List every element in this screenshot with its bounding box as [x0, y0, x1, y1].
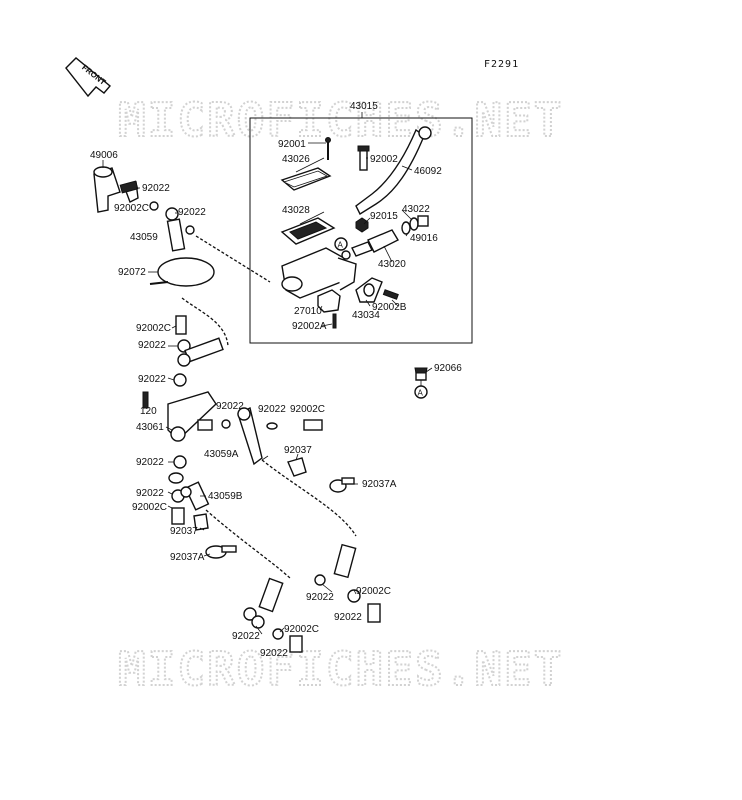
pivot-nut — [355, 217, 369, 233]
hose-fitting-mid — [177, 337, 224, 367]
brake-hose-joint — [167, 391, 217, 442]
callout-43028: 43028 — [282, 205, 310, 216]
hose-clip-1 — [287, 457, 307, 477]
callout-92022-k: 92022 — [232, 631, 260, 642]
callout-43059b: 43059B — [208, 491, 243, 502]
callout-46092: 46092 — [414, 166, 442, 177]
brake-light-switch — [317, 289, 341, 313]
callout-43061: 43061 — [136, 422, 164, 433]
washer-mid-2 — [173, 373, 187, 387]
banjo-bolt-mid — [175, 315, 187, 335]
callout-92022-i: 92022 — [306, 592, 334, 603]
callout-92022-e: 92022 — [136, 457, 164, 468]
front-arrow-icon: FRONT — [65, 57, 111, 98]
callout-92002: 92002 — [370, 154, 398, 165]
caliper-fitting-right — [314, 543, 361, 603]
callout-92022-l: 92022 — [260, 648, 288, 659]
callout-92066: 92066 — [434, 363, 462, 374]
callout-92037-b: 92037 — [284, 445, 312, 456]
callout-92022-g: 92022 — [216, 401, 244, 412]
callout-43059: 43059 — [130, 232, 158, 243]
callout-43022: 43022 — [402, 204, 430, 215]
banjo-bolt-top — [119, 180, 139, 203]
piston-assembly — [341, 229, 399, 260]
callout-92002c-d: 92002C — [290, 404, 325, 415]
diaphragm — [280, 217, 336, 245]
callout-43020: 43020 — [378, 259, 406, 270]
callout-43059a: 43059A — [204, 449, 239, 460]
washer-right-1 — [221, 419, 231, 429]
callout-92022-d: 92022 — [138, 374, 166, 385]
banjo-bolt-lower — [171, 507, 185, 525]
banjo-bolt-right — [303, 419, 323, 431]
callout-92022-c: 92022 — [138, 340, 166, 351]
callout-92022-a: 92022 — [142, 183, 170, 194]
washer-lower-2 — [168, 472, 184, 484]
pivot-bolt — [357, 145, 370, 171]
hose-clamp-left — [205, 545, 237, 559]
cap-screw — [325, 137, 331, 160]
caliper-fitting-left — [243, 577, 284, 629]
assembly-label: 43015 — [350, 101, 378, 112]
washer-right-2 — [266, 422, 278, 430]
joint-bolt — [142, 391, 149, 409]
watermark-bottom: MICROFICHES.NET — [118, 642, 563, 696]
hose-clip-2 — [193, 513, 209, 531]
callout-92002c-f: 92002C — [284, 624, 319, 635]
caliper-bolt-left — [289, 635, 303, 653]
piston-seals — [401, 215, 429, 235]
callout-92037a-b: 92037A — [362, 479, 397, 490]
callout-43026: 43026 — [282, 154, 310, 165]
brake-hose-left — [205, 509, 291, 579]
caliper-bolt-right — [367, 603, 381, 623]
rubber-boot — [93, 166, 121, 213]
assembly-box — [249, 117, 473, 344]
callout-92002c-b: 92002C — [136, 323, 171, 334]
brake-hose-right — [261, 459, 357, 537]
washer-top — [149, 201, 159, 211]
callout-27010: 27010 — [294, 306, 322, 317]
callout-92002c-e: 92002C — [356, 586, 391, 597]
callout-92002c-a: 92002C — [114, 203, 149, 214]
callout-92002c-c: 92002C — [132, 502, 167, 513]
watermark-top: MICROFICHES.NET — [118, 93, 563, 147]
clamp-bolt — [382, 289, 399, 300]
brake-hose-upper — [181, 297, 229, 347]
callout-92002a: 92002A — [292, 321, 327, 332]
washer-lower-1 — [173, 455, 187, 469]
brake-hose-master — [195, 235, 271, 283]
hose-fitting-43059b — [180, 481, 210, 511]
hose-fitting-43059a — [237, 406, 263, 466]
callout-92002b: 92002B — [372, 302, 407, 313]
hose-clamp-right — [329, 477, 355, 493]
callout-43034: 43034 — [352, 310, 380, 321]
ref-marker-a-1 — [334, 237, 348, 251]
reservoir-cap — [280, 167, 332, 191]
switch-screw — [332, 313, 337, 329]
callout-92001: 92001 — [278, 139, 306, 150]
callout-92037-a: 92037 — [170, 526, 198, 537]
callout-49006: 49006 — [90, 150, 118, 161]
callout-92037a-a: 92037A — [170, 552, 205, 563]
master-cylinder-body — [281, 247, 357, 299]
hose-fitting-top — [165, 207, 195, 252]
ref-marker-a-2-label: A — [418, 389, 424, 398]
ref-marker-a-1-label: A — [338, 241, 344, 250]
callout-92022-j: 92022 — [334, 612, 362, 623]
callout-92015: 92015 — [370, 211, 398, 222]
figure-code: F2291 — [484, 59, 519, 70]
callout-120: 120 — [140, 406, 157, 417]
callout-92072: 92072 — [118, 267, 146, 278]
bleeder-cap — [414, 367, 428, 381]
callout-92022-b: 92022 — [178, 207, 206, 218]
leader-lines — [102, 142, 433, 635]
callout-92022-f: 92022 — [136, 488, 164, 499]
handlebar-clamp — [355, 277, 383, 303]
callout-92022-h: 92022 — [258, 404, 286, 415]
brake-lever — [355, 126, 432, 216]
callout-49016: 49016 — [410, 233, 438, 244]
